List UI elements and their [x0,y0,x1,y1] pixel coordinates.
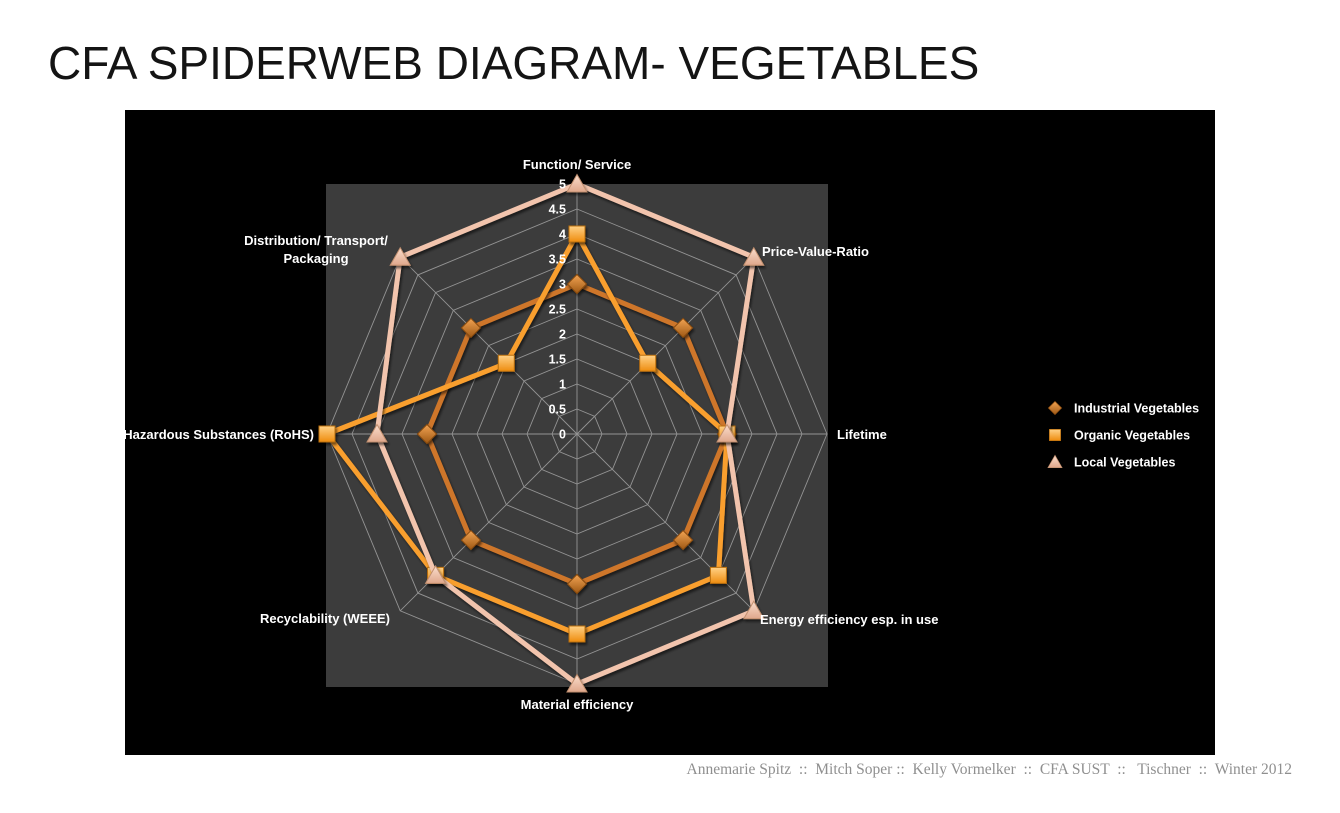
category-label: Lifetime [837,427,887,442]
triangle-marker-icon [1047,454,1063,468]
radial-tick-label: 0 [559,428,566,442]
legend-item: Organic Vegetables [1038,429,1190,443]
square-marker-icon [568,625,586,643]
square-marker-icon [1049,429,1061,441]
category-label: Material efficiency [521,697,634,712]
diamond-marker-icon [460,317,482,339]
radial-tick-label: 1 [559,378,566,392]
triangle-marker-icon [566,173,588,193]
legend-item: Local Vegetables [1038,454,1175,470]
category-label: Function/ Service [523,157,631,172]
triangle-marker-icon [566,673,588,693]
radial-tick-labels: 0 0.5 1 1.5 2 2.5 3 3.5 4 4.5 5 [549,178,566,442]
radial-tick-label: 2.5 [549,303,566,317]
square-marker-icon [639,354,657,372]
series-local-vegetables [366,173,765,693]
radial-tick-label: 4 [559,228,566,242]
category-label: Energy efficiency esp. in use [760,612,938,627]
radial-tick-label: 4.5 [549,203,566,217]
legend-item: Industrial Vegetables [1038,400,1199,416]
square-marker-icon [568,225,586,243]
diamond-marker-icon [672,529,694,551]
radial-tick-label: 0.5 [549,403,566,417]
category-label: Recyclability (WEEE) [260,611,390,626]
triangle-marker-icon [716,423,738,443]
diamond-marker-icon [460,529,482,551]
triangle-marker-icon [742,246,765,266]
radial-tick-label: 1.5 [549,353,566,367]
square-marker-icon [318,425,336,443]
category-label: Distribution/ Transport/ [244,233,388,248]
category-label: Price-Value-Ratio [762,244,869,259]
triangle-marker-icon [424,564,447,584]
square-marker-icon [709,566,727,584]
diamond-marker-icon [672,317,694,339]
radar-axis-spoke [576,256,755,435]
radial-tick-label: 5 [559,178,566,192]
footer-credits: Annemarie Spitz :: Mitch Soper :: Kelly … [686,761,1292,778]
triangle-marker-icon [389,246,412,266]
radial-tick-label: 3.5 [549,253,566,267]
radial-tick-label: 2 [559,328,566,342]
square-marker-icon [497,354,515,372]
category-labels: Function/ ServicePrice-Value-RatioLifeti… [125,157,938,712]
diamond-marker-icon [1047,400,1063,416]
legend-label: Organic Vegetables [1074,429,1190,443]
radar-axis-spoke [399,256,578,435]
legend-label: Local Vegetables [1074,456,1175,470]
diamond-marker-icon [416,423,438,445]
diamond-marker-icon [566,273,588,295]
category-label: Packaging [283,251,348,266]
series-industrial-vegetables [416,273,738,595]
page-title: CFA SPIDERWEB DIAGRAM- VEGETABLES [48,37,980,89]
diamond-marker-icon [566,573,588,595]
legend-label: Industrial Vegetables [1074,402,1199,416]
triangle-marker-icon [366,423,388,443]
radial-tick-label: 3 [559,278,566,292]
triangle-marker-icon [742,600,765,620]
category-label: Hazardous Substances (RoHS) [125,427,314,442]
